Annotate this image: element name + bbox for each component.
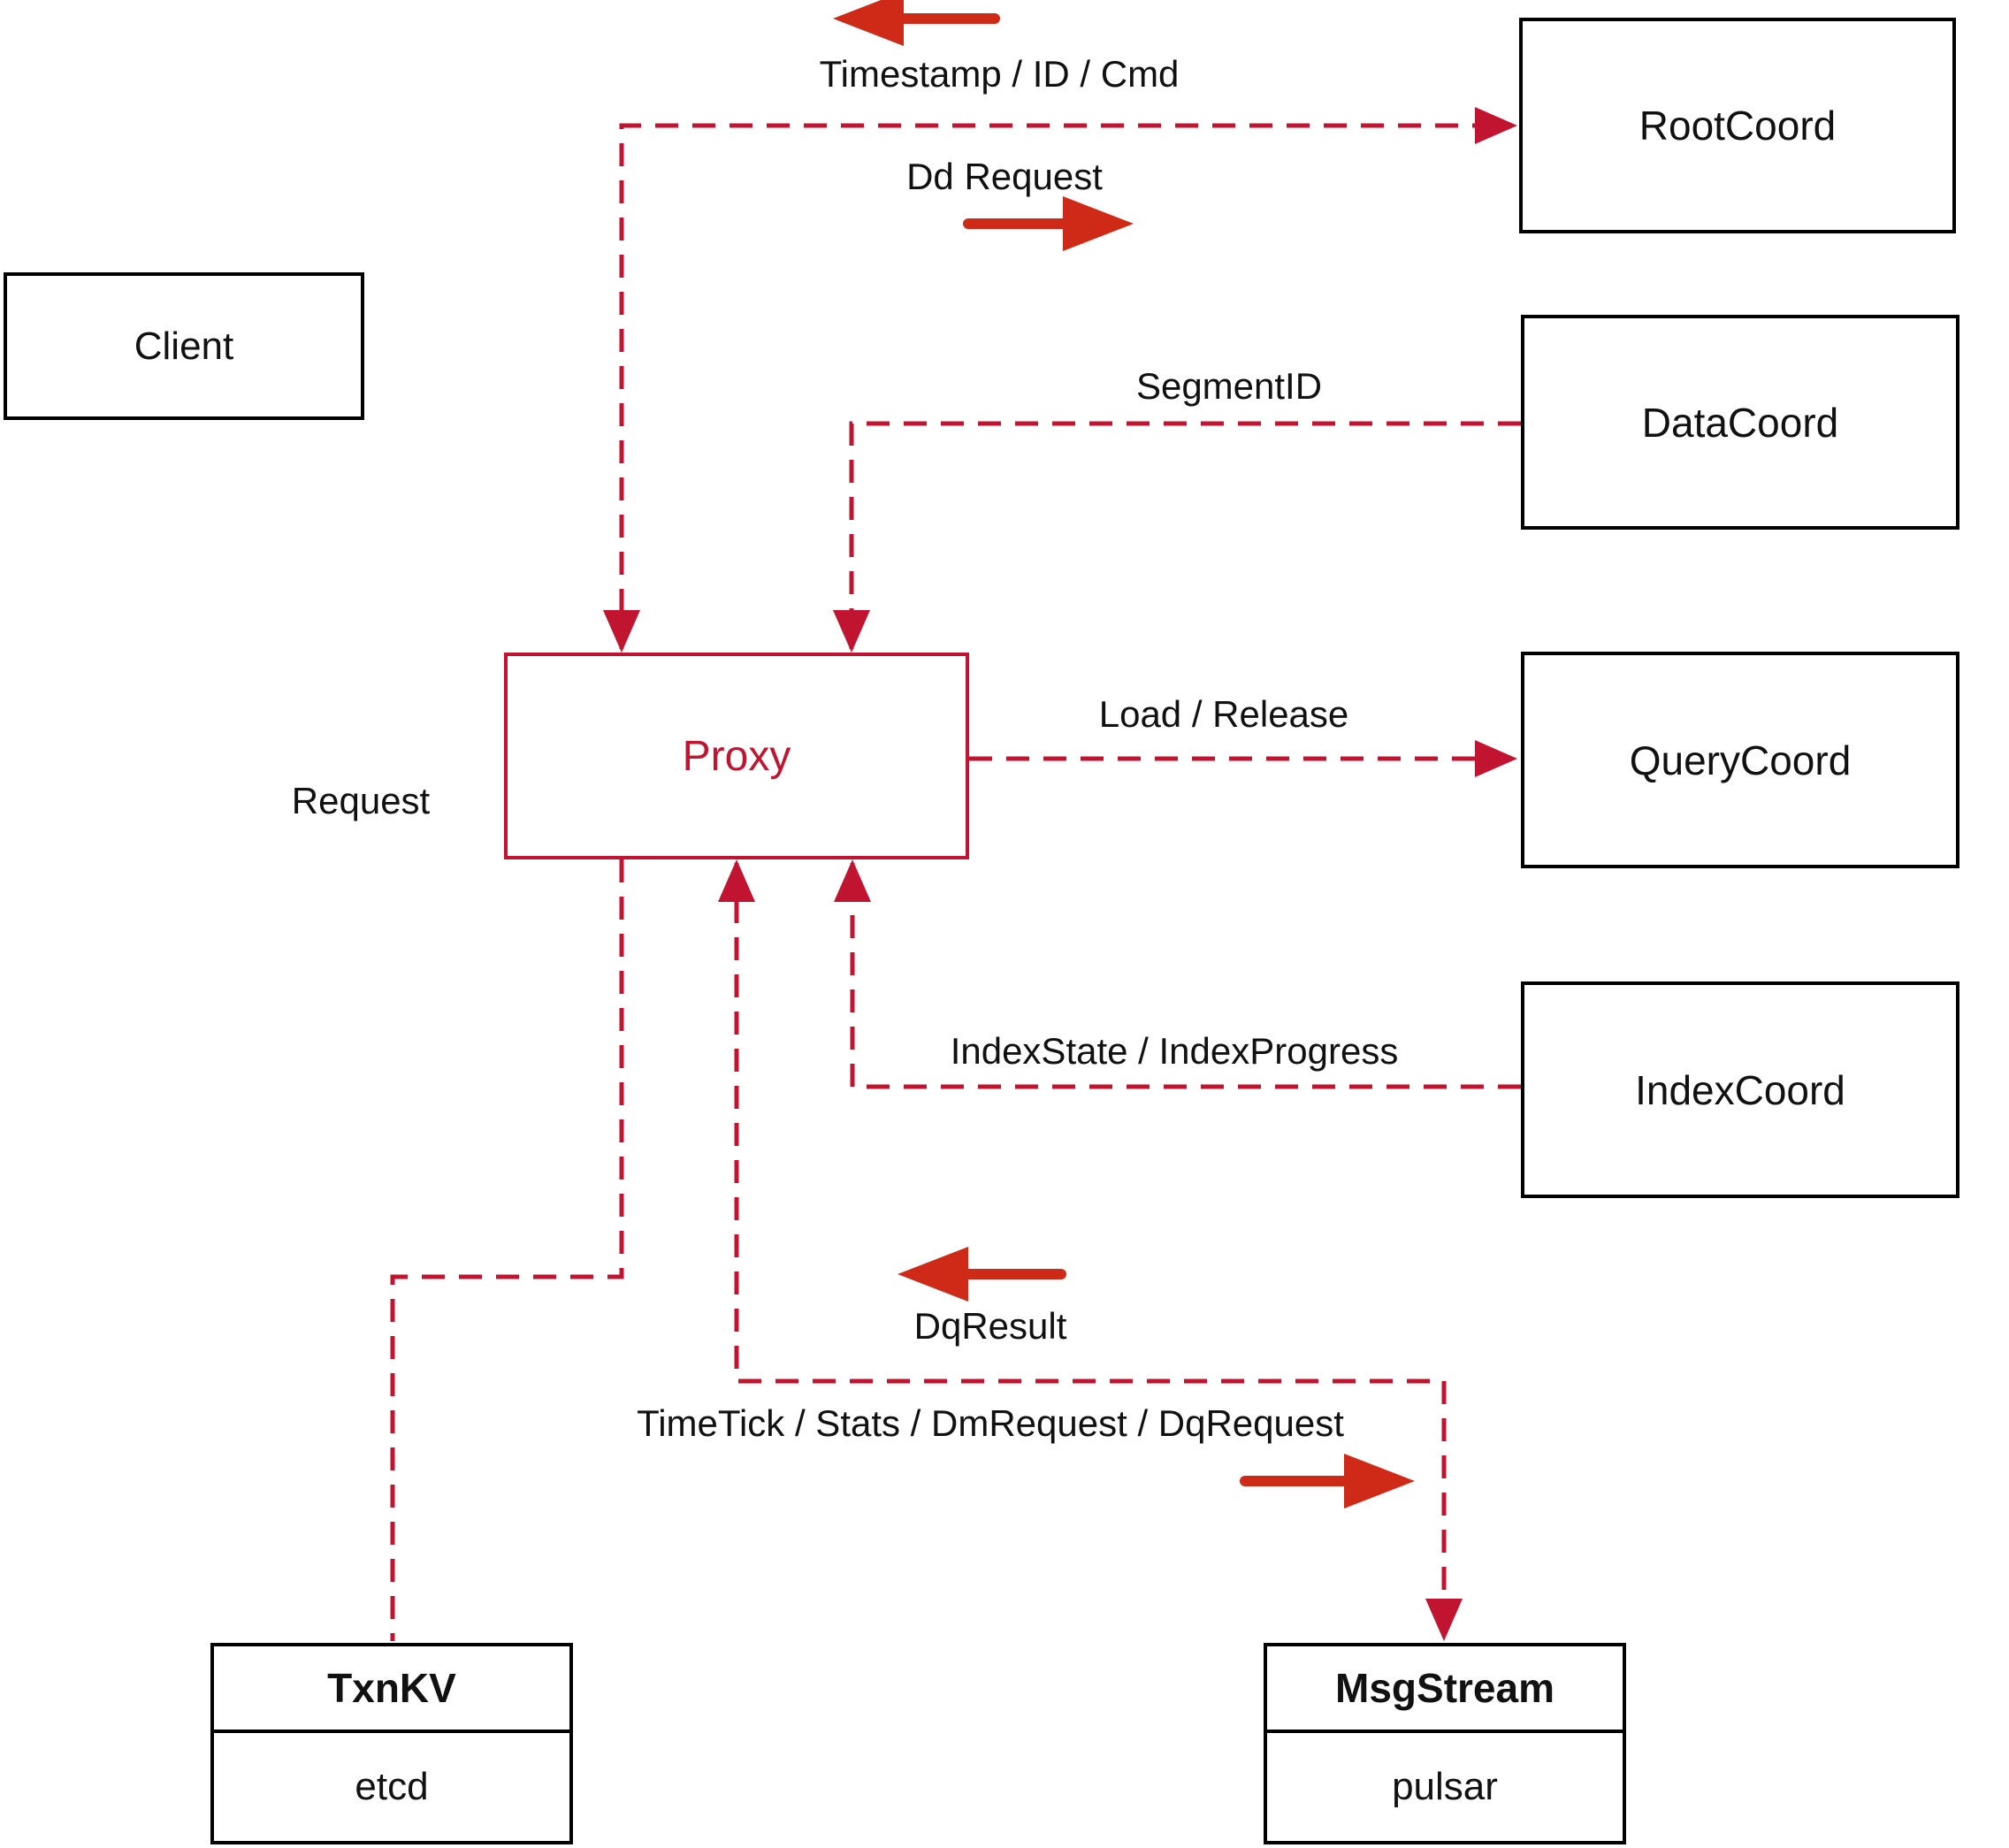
node-rootcoord-label: RootCoord [1639, 103, 1837, 149]
node-datacoord: DataCoord [1521, 315, 1959, 530]
node-indexcoord-label: IndexCoord [1635, 1066, 1845, 1113]
edge-label-timetick: TimeTick / Stats / DmRequest / DqRequest [637, 1402, 1344, 1444]
edge-label-load-release: Load / Release [1098, 693, 1349, 735]
edge-label-index-state: IndexState / IndexProgress [950, 1030, 1399, 1072]
node-txnkv-subtitle: etcd [355, 1765, 429, 1808]
node-proxy-label: Proxy [682, 732, 791, 780]
node-txnkv-title: TxnKV [214, 1646, 569, 1733]
arrowhead-down-into-proxy-from-datacoord [833, 610, 870, 653]
edge-label-segment-id: SegmentID [1135, 365, 1323, 407]
arrowhead-up-into-proxy-from-indexcoord [834, 859, 871, 902]
node-txnkv: TxnKV etcd [210, 1643, 573, 1844]
connector-datacoord-proxy [849, 421, 1521, 649]
connector-proxy-rootcoord [619, 123, 1510, 649]
edge-label-dq-result: DqResult [913, 1305, 1067, 1347]
arrowhead-down-into-msgstream [1425, 1599, 1463, 1641]
edge-label-dd-request: Dd Request [906, 156, 1103, 197]
node-indexcoord: IndexCoord [1521, 981, 1959, 1198]
node-client: Client [4, 272, 364, 420]
connector-proxy-msgstream [734, 863, 1447, 1638]
edge-label-timestamp-id-cmd: Timestamp / ID / Cmd [819, 53, 1180, 95]
node-querycoord-label: QueryCoord [1629, 737, 1852, 783]
node-datacoord-label: DataCoord [1641, 399, 1839, 446]
direction-arrow-left-timestamp [833, 0, 1000, 46]
edge-label-request: Request [291, 780, 431, 821]
node-msgstream-title: MsgStream [1267, 1646, 1623, 1733]
direction-arrow-right-timetick [1240, 1454, 1415, 1508]
node-client-label: Client [134, 324, 234, 368]
connector-proxy-txnkv [390, 859, 624, 1641]
node-msgstream-subtitle: pulsar [1392, 1765, 1498, 1808]
arrowhead-right-into-querycoord [1475, 740, 1517, 777]
node-proxy: Proxy [504, 653, 969, 859]
node-rootcoord: RootCoord [1519, 18, 1956, 233]
node-msgstream: MsgStream pulsar [1264, 1643, 1626, 1844]
arrowhead-down-into-proxy-from-rootcoord [603, 610, 640, 653]
direction-arrow-right-dd-request [963, 196, 1134, 251]
connector-indexcoord-proxy [850, 863, 1521, 1089]
node-querycoord: QueryCoord [1521, 652, 1959, 868]
arrowhead-up-into-proxy-from-msgstream [718, 859, 755, 902]
direction-arrow-left-dq-result [898, 1247, 1066, 1302]
arrowhead-right-into-rootcoord [1475, 107, 1517, 144]
